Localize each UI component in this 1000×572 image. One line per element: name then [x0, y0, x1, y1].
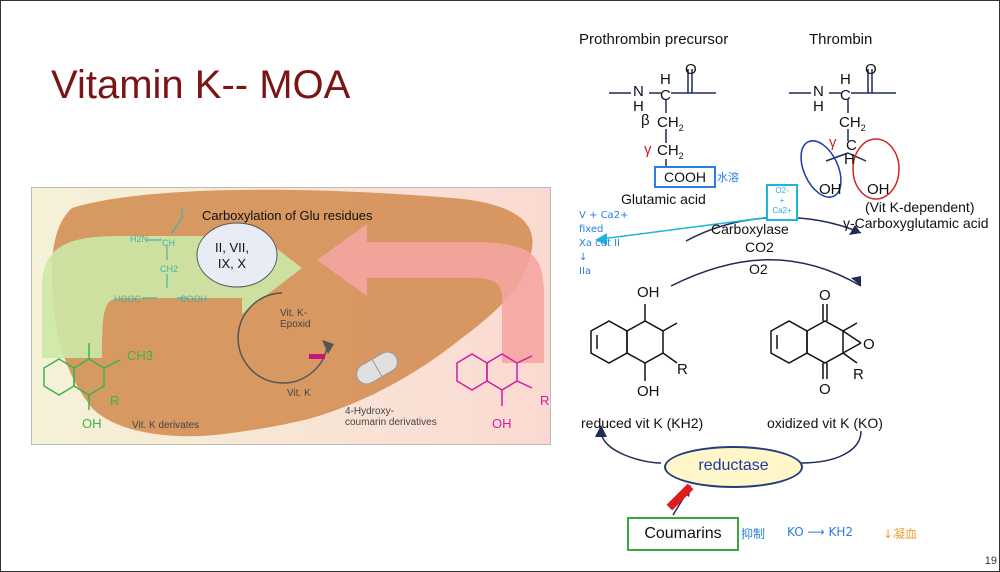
oxygen-arc — [670, 259, 862, 287]
glutamic-acid-label: Glutamic acid — [621, 191, 706, 207]
prothrombin-label: Prothrombin precursor — [579, 31, 729, 48]
coumarin-oh: OH — [492, 416, 512, 431]
vitk-r: R — [110, 393, 120, 408]
reduced-oh-top: OH — [637, 284, 660, 301]
handwritten-inhibit: 抑制 — [741, 527, 766, 541]
oxygen-arrowhead — [851, 276, 861, 286]
prothrombin-backbone — [609, 69, 716, 167]
handwritten-decrease: ↓凝血 — [883, 527, 918, 541]
co2-label: CO2 — [745, 239, 774, 255]
oxidized-o-top: O — [819, 287, 831, 304]
cyan-arrowhead — [595, 233, 607, 245]
reductase-arrowhead — [595, 425, 607, 437]
vitk-structure — [43, 343, 121, 410]
ca-box: O2- + Ca2+ — [766, 184, 798, 221]
gamma-carboxy-label: γ-Carboxyglutamic acid — [843, 215, 989, 231]
gamma-label-2: γ — [829, 134, 837, 151]
reduced-vitk-label: reduced vit K (KH2) — [581, 415, 704, 431]
vitk-oh: OH — [82, 416, 102, 431]
oxidized-o-bottom: O — [819, 381, 831, 398]
oh-left: OH — [819, 181, 842, 198]
oxidized-vitk-label: oxidized vit K (KO) — [767, 415, 883, 431]
chem-diagram — [590, 69, 900, 516]
page-number: 19 — [984, 555, 997, 567]
glu-ch: CH — [162, 238, 175, 248]
vitk-ch3: CH3 — [127, 348, 154, 363]
coumarin-r: R — [540, 393, 550, 408]
glu-h2n: H2N — [130, 234, 149, 244]
tablet-icon — [356, 351, 398, 385]
reduced-vitk-structure — [590, 304, 678, 381]
glu-structure — [142, 208, 187, 299]
coumarin-derivates-label: 4-Hydroxy- coumarin derivatives — [345, 406, 437, 428]
thrombin-label: Thrombin — [809, 31, 873, 48]
reductase-arc-left — [600, 430, 662, 464]
oxidized-vitk-structure — [770, 304, 862, 379]
vitk-derivates-label: Vit. K derivates — [132, 420, 200, 431]
oh-right: OH — [867, 181, 890, 198]
inhibit-bar — [666, 483, 694, 511]
handwritten-note-left: V + Ca2+ fixed Xa cut II ↓ IIa — [579, 210, 629, 277]
o2-label: O2 — [749, 261, 768, 277]
carboxylation-header: Carboxylation of Glu residues — [202, 208, 373, 223]
reductase-arc-right — [800, 430, 862, 464]
cycle-inhibit-bar — [309, 354, 325, 359]
vitk-dependent-label: (Vit K-dependent) — [865, 199, 975, 215]
reduced-r: R — [677, 361, 688, 378]
slide-title: Vitamin K-- MOA — [51, 63, 351, 107]
cooh-circle-right — [852, 138, 900, 200]
liver-illustration: Carboxylation of Glu residues II, VII, I… — [31, 187, 551, 445]
gamma-label: γ — [644, 141, 652, 158]
vitk-cycle — [237, 292, 328, 384]
liver-svg — [32, 188, 550, 444]
oxidized-o-epoxide: O — [863, 336, 875, 353]
carboxylase-arrowhead — [849, 225, 861, 235]
factors-cloud — [196, 222, 278, 288]
cycle-vitk-label: Vit. K — [287, 388, 311, 399]
cyan-arrow — [600, 216, 772, 240]
glu-hooc: HOOC — [114, 294, 141, 304]
reductase-enzyme: reductase — [664, 446, 803, 488]
coumarin-structure — [456, 353, 533, 406]
glu-ch2: CH2 — [160, 264, 179, 274]
cycle-epoxid-label: Vit. K- Epoxid — [280, 308, 311, 330]
oxidized-r: R — [853, 366, 864, 383]
reduced-oh-bottom: OH — [637, 383, 660, 400]
cooh-note: 水溶 — [717, 171, 739, 184]
cycle-arrowhead — [322, 340, 334, 354]
cooh-box: COOH — [654, 166, 716, 188]
pink-arrow — [317, 224, 544, 363]
thrombin-backbone — [789, 69, 896, 162]
coumarins-box: Coumarins — [627, 517, 739, 551]
cooh-circle-left — [800, 140, 842, 198]
carboxylase-label: Carboxylase — [711, 221, 789, 237]
beta-label: β — [641, 112, 650, 129]
handwritten-ko-kh2: KO ⟶ KH2 — [787, 525, 854, 539]
glu-cooh: COOH — [180, 294, 207, 304]
factors-label: II, VII, IX, X — [215, 240, 249, 271]
